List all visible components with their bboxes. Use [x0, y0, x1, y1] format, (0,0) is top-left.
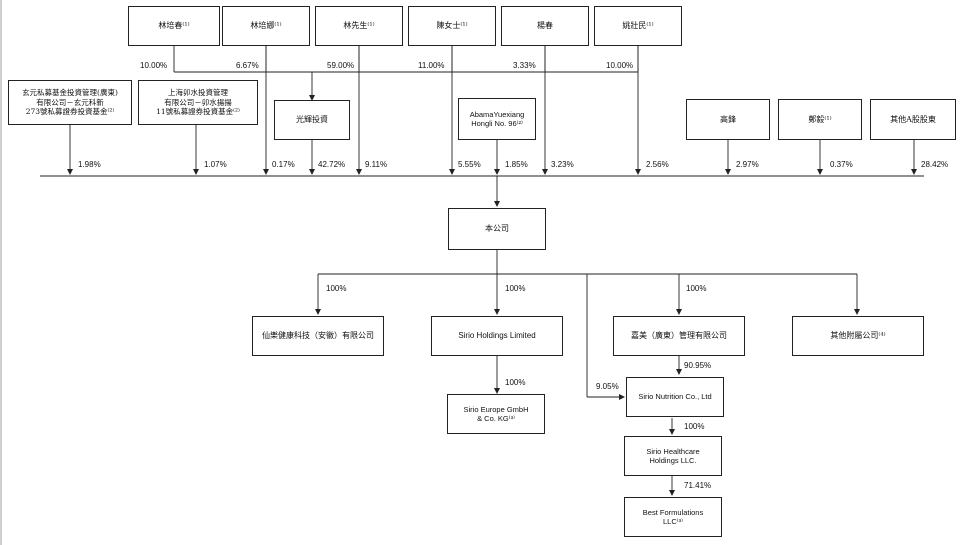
pct-co-lin-peina: 0.17%: [272, 160, 295, 169]
entity-guanghui-investment: 光輝投資: [274, 100, 350, 140]
pct-co-mr-lin: 9.11%: [365, 160, 388, 169]
pct-yao-zhuangmin: 10.00%: [606, 61, 634, 70]
pct-sirio-europe: 100%: [505, 378, 526, 387]
subsidiary-sirio-holdings: Sirio Holdings Limited: [431, 316, 563, 356]
pct-co-yao-zhuangmin: 2.56%: [646, 160, 669, 169]
pct-mr-lin: 59.00%: [327, 61, 355, 70]
pct-lin-peina: 6.67%: [236, 61, 259, 70]
shareholder-zheng-yi: 鄭毅⁽¹⁾: [778, 99, 862, 140]
pct-co-zheng-yi: 0.37%: [830, 160, 853, 169]
pct-co-other-a: 28.42%: [921, 160, 949, 169]
pct-ms-chen: 11.00%: [418, 61, 445, 70]
company-box: 本公司: [448, 208, 546, 250]
entity-shanghai-maoshui-fund: 上海卯水投資管理 有限公司－卯水揚揚 11號私募證券投資基金⁽²⁾: [138, 80, 258, 125]
subsidiary-sirio-healthcare: Sirio Healthcare Holdings LLC.: [624, 436, 722, 476]
subsidiary-xianle: 仙樂健康科技（安徽）有限公司: [252, 316, 384, 356]
pct-co-xuanyuan: 1.98%: [78, 160, 101, 169]
pct-jiamei: 100%: [686, 284, 707, 293]
pct-yang-chun: 3.33%: [513, 61, 536, 70]
pct-best-formulations: 71.41%: [684, 481, 712, 490]
pct-company-to-nutrition: 9.05%: [596, 382, 619, 391]
entity-abama-yuexiang: AbamaYuexiang Hongli No. 96⁽²⁾: [458, 98, 536, 140]
pct-co-abama: 1.85%: [505, 160, 528, 169]
pct-sirio-holdings: 100%: [505, 284, 526, 293]
shareholder-mr-lin: 林先生⁽¹⁾: [315, 6, 403, 46]
pct-co-ms-chen: 5.55%: [458, 160, 481, 169]
entity-xuanyuan-fund: 玄元私募基金投資管理(廣東) 有限公司－玄元科新 273號私募證券投資基金⁽²⁾: [8, 80, 132, 125]
subsidiary-other: 其他附屬公司⁽⁴⁾: [792, 316, 924, 356]
shareholder-lin-peichun: 林培春⁽¹⁾: [128, 6, 220, 46]
shareholder-yao-zhuangmin: 姚壯民⁽¹⁾: [594, 6, 682, 46]
shareholder-yang-chun: 楊春: [501, 6, 589, 46]
pct-sirio-healthcare: 100%: [684, 422, 705, 431]
pct-co-gao-feng: 2.97%: [736, 160, 759, 169]
shareholder-other-a: 其他A股股東: [870, 99, 956, 140]
pct-co-guanghui: 42.72%: [318, 160, 346, 169]
pct-co-yang-chun: 3.23%: [551, 160, 574, 169]
subsidiary-sirio-nutrition: Sirio Nutrition Co., Ltd: [626, 377, 724, 417]
pct-lin-peichun: 10.00%: [140, 61, 168, 70]
pct-jiamei-to-nutrition: 90.95%: [684, 361, 712, 370]
pct-xianle: 100%: [326, 284, 347, 293]
subsidiary-best-formulations: Best Formulations LLC⁽³⁾: [624, 497, 722, 537]
subsidiary-sirio-europe: Sirio Europe GmbH & Co. KG⁽³⁾: [447, 394, 545, 434]
subsidiary-jiamei: 嘉美（廣東）管理有限公司: [613, 316, 745, 356]
page-left-border: [0, 0, 2, 545]
pct-co-shanghai: 1.07%: [204, 160, 227, 169]
shareholder-gao-feng: 高鋒: [686, 99, 770, 140]
shareholder-ms-chen: 陳女士⁽¹⁾: [408, 6, 496, 46]
shareholder-lin-peina: 林培娜⁽¹⁾: [222, 6, 310, 46]
